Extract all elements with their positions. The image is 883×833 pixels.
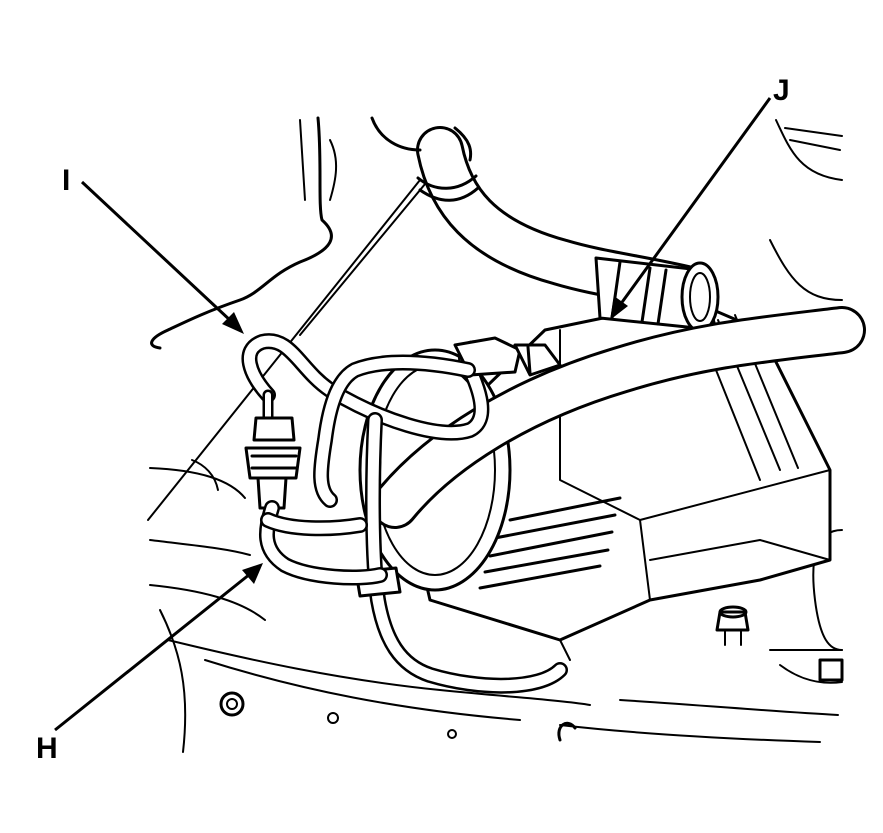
pipe-H [244,389,388,586]
return-tube [313,354,568,694]
upper-hose [370,116,720,333]
chassis-outline [147,116,844,753]
callout-label-J: J [773,74,790,107]
callout-label-I: I [62,164,70,197]
callout-arrows [54,97,772,732]
callout-label-H: H [36,732,58,765]
main-hose [371,306,866,529]
